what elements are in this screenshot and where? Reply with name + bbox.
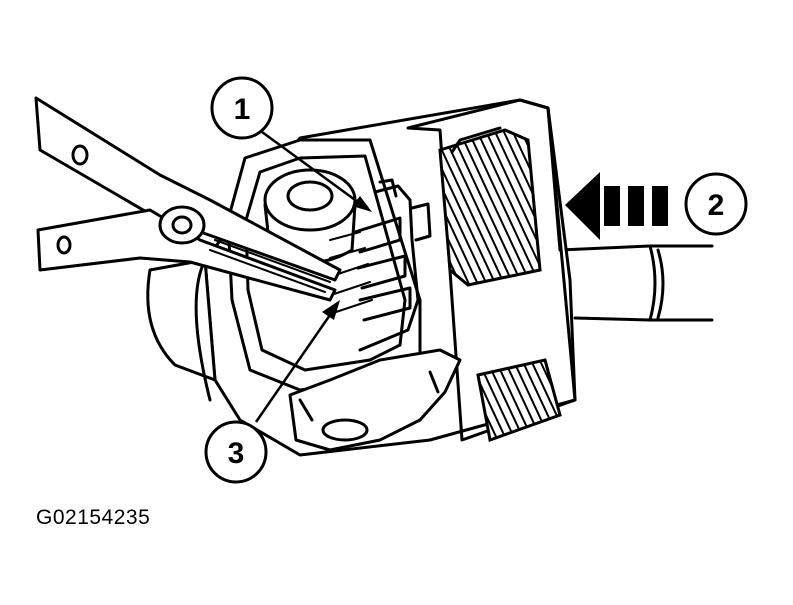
snap-ring-pliers xyxy=(34,96,342,302)
callout-2: 2 xyxy=(684,172,748,236)
leader-1 xyxy=(261,130,363,207)
callout-2-label: 2 xyxy=(708,189,725,222)
callout-3: 3 xyxy=(204,420,268,484)
callout-1: 1 xyxy=(210,76,274,140)
gear-lower xyxy=(476,358,562,443)
callout-leaders xyxy=(254,130,372,423)
bearing-hub xyxy=(263,168,357,232)
figure-id: G02154235 xyxy=(36,506,151,529)
pliers-handle-hole-lower xyxy=(56,235,72,255)
direction-arrow xyxy=(565,172,668,240)
leader-3 xyxy=(254,311,334,423)
output-shaft xyxy=(558,244,714,322)
gear-upper xyxy=(438,128,542,287)
snap-ring xyxy=(358,184,420,352)
pliers-handle-hole-upper xyxy=(71,144,89,166)
callout-1-label: 1 xyxy=(234,93,251,126)
callout-3-label: 3 xyxy=(228,437,245,470)
